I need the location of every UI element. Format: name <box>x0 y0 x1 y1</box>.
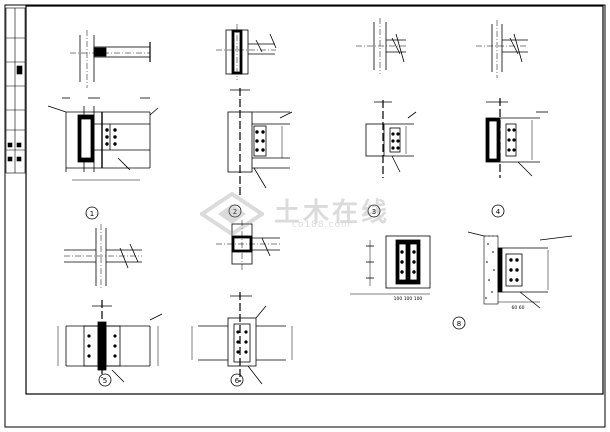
detail-2-number: 2 <box>233 208 237 216</box>
detail-5-number: 5 <box>103 377 107 385</box>
watermark: 土木在线 co188.com <box>200 192 440 236</box>
detail-3-plan <box>356 18 406 74</box>
detail-6-callout <box>230 373 244 387</box>
detail-3-callout <box>367 204 381 218</box>
detail-5-callout <box>98 373 112 387</box>
watermark-url: co188.com <box>292 220 351 230</box>
detail-4-plan <box>476 20 528 78</box>
detail-4-callout <box>491 204 505 218</box>
detail-6-elevation <box>191 292 293 385</box>
detail-5-plan <box>64 224 142 290</box>
detail-8-number: 8 <box>457 320 461 328</box>
detail-1-callout <box>85 206 99 220</box>
sheet-border <box>4 4 606 428</box>
detail-8-callout <box>452 316 466 330</box>
detail-7-plate <box>350 235 431 295</box>
detail-2-callout <box>228 204 242 218</box>
detail-7-dim-bottom: 100 100 100 <box>394 296 423 302</box>
detail-2-plan <box>216 24 277 80</box>
detail-5-elevation <box>57 300 163 383</box>
detail-4-elevation <box>485 98 548 178</box>
detail-6-plan <box>216 220 280 270</box>
detail-1-number: 1 <box>90 210 94 218</box>
detail-2-elevation <box>227 88 293 196</box>
detail-8-wall <box>467 231 573 309</box>
watermark-logo-icon <box>200 192 264 236</box>
detail-3-number: 3 <box>372 208 376 216</box>
detail-3-elevation <box>365 100 417 178</box>
detail-6-number: 6 <box>235 377 240 385</box>
title-block <box>5 7 26 174</box>
detail-1-elevation <box>47 97 159 181</box>
detail-4-number: 4 <box>496 208 501 216</box>
detail-8-dim-bottom: 60 60 <box>512 305 525 311</box>
detail-1-plan <box>70 30 151 88</box>
watermark-brand: 土木在线 <box>274 198 391 228</box>
drawing-frame <box>25 5 604 395</box>
